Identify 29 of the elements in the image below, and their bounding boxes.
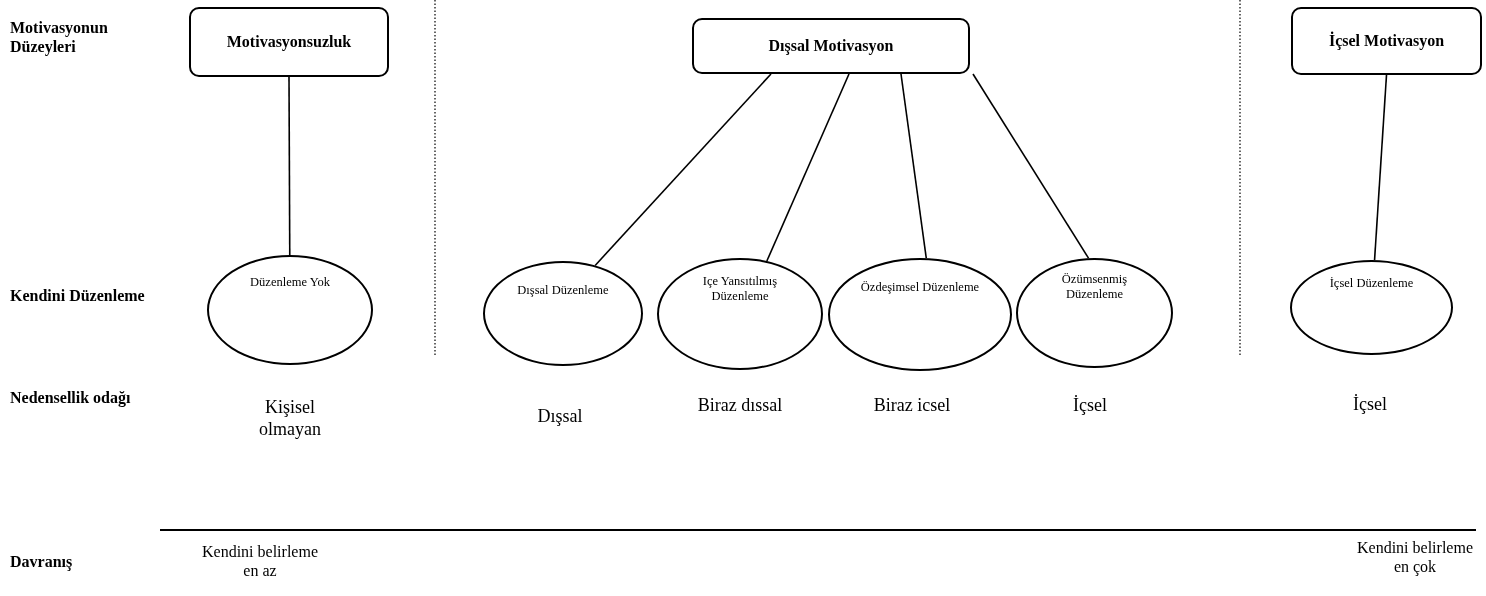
causality-text: Kişisel olmayan (258, 397, 322, 441)
motivation-label: Motivasyonsuzluk (226, 33, 352, 51)
motivation-box (692, 18, 970, 74)
causality-text: İçsel (1352, 394, 1388, 416)
scale-end-text: Kendini belirleme en çok (1356, 538, 1474, 577)
row-header: Nedensellik odağı (10, 388, 132, 408)
causality-text: İçsel (1072, 395, 1108, 417)
regulation-label: Özdeşimsel Düzenleme (859, 280, 981, 295)
regulation-label: Içe Yansıtılmış Düzenleme (701, 274, 779, 304)
causality-text: Biraz dıssal (696, 395, 784, 417)
motivation-box (189, 7, 389, 77)
causality-text: Dışsal (536, 406, 584, 428)
connector-line (900, 73, 928, 259)
causality-text: Biraz icsel (872, 395, 952, 417)
connector-line (594, 73, 772, 267)
motivation-label: İçsel Motivasyon (1328, 32, 1445, 50)
regulation-label: Özümsenmiş Düzenleme (1060, 272, 1129, 302)
motivation-label: Dışsal Motivasyon (768, 37, 894, 55)
scale-end-text: Kendini belirleme en az (201, 542, 319, 581)
regulation-label: İçsel Düzenleme (1328, 276, 1415, 291)
row-header: Kendini Düzenleme (10, 286, 146, 306)
row-header: Davranış (10, 552, 74, 572)
motivation-box (1291, 7, 1482, 75)
regulation-label: Dışsal Düzenleme (516, 283, 610, 298)
row-header: Motivasyonun Düzeyleri (10, 18, 109, 57)
regulation-label: Düzenleme Yok (249, 275, 331, 290)
connector-line (1373, 74, 1388, 261)
connector-line (288, 76, 291, 256)
connector-line (972, 73, 1090, 259)
